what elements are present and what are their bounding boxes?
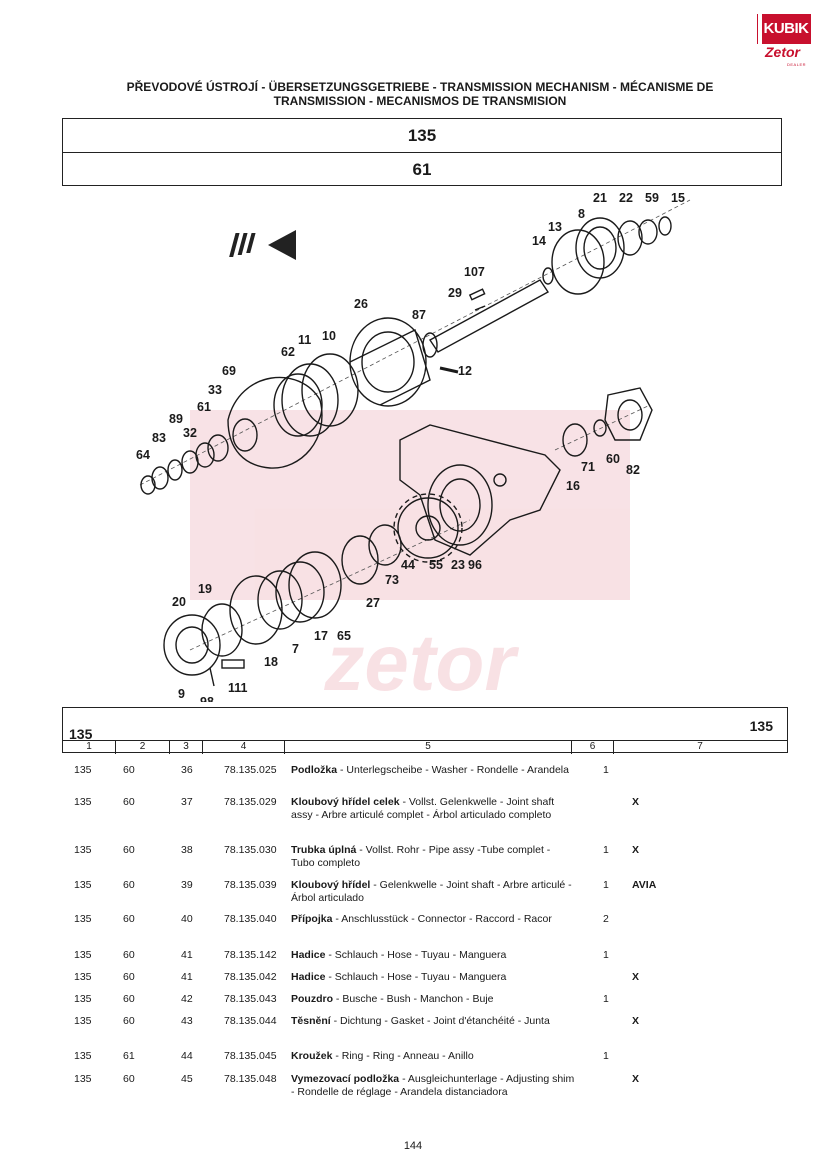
column-header: 3 (170, 741, 203, 754)
callout: 9 (178, 687, 185, 701)
callout: 64 (136, 448, 150, 462)
callout: 32 (183, 426, 197, 440)
callout: 82 (626, 463, 640, 477)
callout: 29 (448, 286, 462, 300)
callout: 65 (337, 629, 351, 643)
group-header-box: 135 61 (62, 118, 782, 186)
column-header: 4 (203, 741, 285, 754)
callout: 15 (671, 191, 685, 205)
callout: 16 (566, 479, 580, 493)
callout: 73 (385, 573, 399, 587)
subgroup-number: 61 (63, 152, 781, 186)
callout: 44 (401, 558, 415, 572)
upper-assembly (140, 216, 672, 495)
column-headers: 1 2 3 4 5 6 7 (63, 740, 787, 754)
group-number: 135 (407, 126, 437, 145)
axis-lines (139, 199, 691, 651)
callout: 18 (264, 655, 278, 669)
page-number: 144 (403, 1140, 423, 1152)
callout: 10 (322, 329, 336, 343)
callout: 98 (200, 695, 214, 702)
housing-assembly (399, 387, 653, 556)
callout: 7 (292, 642, 299, 656)
kubik-zetor-logo: KUBIK Zetor DEALER (757, 14, 815, 67)
callout: 13 (548, 220, 562, 234)
direction-arrow-icon (229, 230, 296, 260)
callout: 12 (458, 364, 472, 378)
callout: 55 (429, 558, 443, 572)
page-title: PŘEVODOVÉ ÚSTROJÍ - ÜBERSETZUNGSGETRIEBE… (126, 80, 714, 108)
callout: 59 (645, 191, 659, 205)
callout-labels: 21 22 59 15 8 13 14 107 29 26 87 10 11 6… (136, 191, 685, 702)
column-header: 5 (285, 741, 572, 754)
callout: 11 (298, 333, 311, 347)
column-header: 1 (63, 741, 116, 754)
logo-kubik: KUBIK (757, 14, 815, 44)
callout: 33 (208, 383, 222, 397)
callout: 27 (366, 596, 380, 610)
callout: 17 (314, 629, 328, 643)
parts-table-header: 135 135 1 2 3 4 5 6 7 (62, 707, 788, 754)
column-header: 7 (697, 741, 703, 752)
callout: 111 (228, 681, 248, 695)
logo-dealer: DEALER (787, 62, 807, 67)
callout: 87 (412, 308, 426, 322)
column-header: 2 (116, 741, 170, 754)
exploded-diagram: zetor (136, 191, 691, 702)
section-number-right: 135 (749, 718, 773, 734)
callout: 71 (581, 460, 595, 474)
lower-assembly (163, 524, 402, 687)
callout: 19 (198, 582, 212, 596)
callout: 61 (197, 400, 211, 414)
callout: 26 (354, 297, 368, 311)
section-number-left: 135 (69, 726, 93, 742)
callout: 69 (222, 364, 236, 378)
callout: 107 (464, 265, 485, 279)
gear-55 (393, 493, 463, 563)
svg-text:zetor: zetor (323, 618, 519, 702)
callout: 23 (451, 558, 465, 572)
callout: 60 (606, 452, 620, 466)
callout: 89 (169, 412, 183, 426)
callout: 21 (593, 191, 607, 205)
callout: 14 (532, 234, 546, 248)
callout: 22 (619, 191, 633, 205)
watermark: zetor (190, 410, 630, 702)
callout: 20 (172, 595, 186, 609)
callout: 62 (281, 345, 295, 359)
column-header: 6 (572, 741, 614, 754)
callout: 96 (468, 558, 482, 572)
callout: 8 (578, 207, 585, 221)
callout: 83 (152, 431, 166, 445)
logo-zetor: Zetor (765, 44, 800, 60)
